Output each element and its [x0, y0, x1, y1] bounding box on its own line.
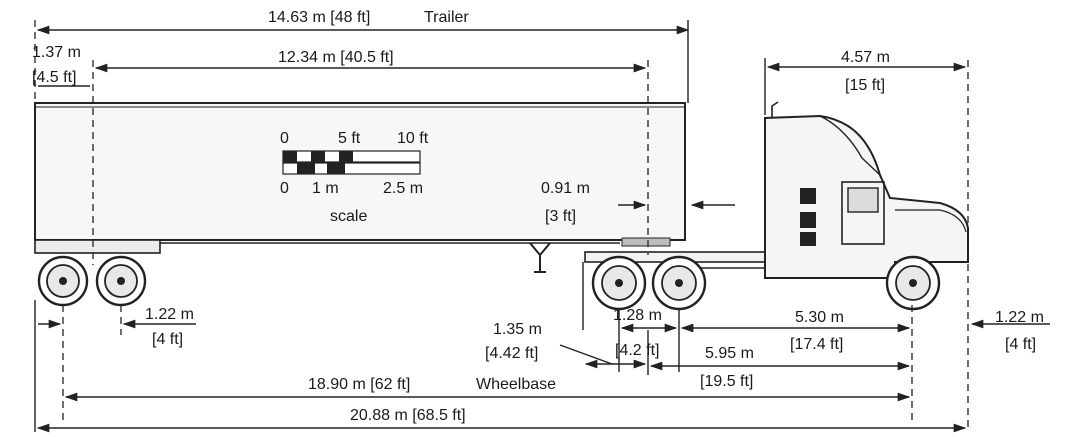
label-drive-steer-m: 5.30 m: [795, 309, 844, 326]
label-drive-spread-ft: [4.2 ft]: [615, 342, 659, 359]
sleeper-vent-2: [800, 212, 816, 228]
cab-window: [847, 187, 879, 213]
roof-fairing: [819, 115, 881, 176]
label-drive-spread-m: 1.28 m: [613, 307, 662, 324]
dimension-labels: 14.63 m [48 ft] Trailer 1.37 m [4.5 ft] …: [32, 9, 1044, 424]
sleeper-vent-3: [800, 232, 816, 246]
label-kingpin-drive-m: 1.35 m: [493, 321, 542, 338]
scale-m-bar: [282, 162, 421, 175]
label-cab-length-ft: [15 ft]: [845, 77, 885, 94]
scale-caption: scale: [330, 208, 367, 225]
scale-m-seg-2: [327, 163, 345, 174]
label-front-overhang-m: 1.37 m: [32, 44, 81, 61]
label-front-overhang-ft: [4.5 ft]: [32, 69, 76, 86]
label-overall-length: 20.88 m [68.5 ft]: [350, 407, 466, 424]
scale-ft-seg-3: [339, 151, 353, 162]
scale-ft-seg-2: [311, 151, 325, 162]
trailer-axle-group: [37, 255, 147, 307]
trailer-rear-rail: [34, 239, 161, 254]
label-trailer-length: 14.63 m [48 ft]: [268, 9, 370, 26]
scale-m-1: 1 m: [312, 180, 339, 197]
label-kingpin-drive-ft: [4.42 ft]: [485, 345, 538, 362]
tractor-drive-axles: [591, 255, 707, 311]
label-drive-steer-ft: [17.4 ft]: [790, 336, 843, 353]
label-kingpin-offset-m: 0.91 m: [541, 180, 590, 197]
label-front-overhang-tractor-ft: [4 ft]: [1005, 336, 1036, 353]
scale-bar: 0 5 ft 10 ft 0 1 m 2.5 m scale: [280, 130, 429, 225]
scale-m-seg-1: [297, 163, 315, 174]
label-kingpin-offset-ft: [3 ft]: [545, 208, 576, 225]
dimension-arrows: [36, 20, 1050, 433]
scale-ft-seg-1: [283, 151, 297, 162]
scale-m-2-5: 2.5 m: [383, 180, 423, 197]
trailer-wheel-2: [95, 255, 147, 307]
steer-wheel: [885, 255, 941, 311]
extension-lines: [34, 20, 969, 432]
label-tractor-wheelbase-m: 5.95 m: [705, 345, 754, 362]
drive-wheel-1: [591, 255, 647, 311]
sleeper-vent-1: [800, 188, 816, 204]
label-rear-spread-m: 1.22 m: [145, 306, 194, 323]
label-kingpin-to-axle: 12.34 m [40.5 ft]: [278, 49, 394, 66]
drive-wheel-2: [651, 255, 707, 311]
label-wheelbase-word: Wheelbase: [476, 376, 556, 393]
hood: [895, 209, 967, 233]
label-rear-spread-ft: [4 ft]: [152, 331, 183, 348]
cab-door: [841, 181, 885, 245]
scale-ft-5: 5 ft: [338, 130, 361, 147]
label-wheelbase: 18.90 m [62 ft]: [308, 376, 410, 393]
label-front-overhang-tractor-m: 1.22 m: [995, 309, 1044, 326]
scale-ft-0: 0: [280, 130, 289, 147]
scale-ft-10: 10 ft: [397, 130, 429, 147]
landing-gear: [529, 242, 551, 273]
scale-m-0: 0: [280, 180, 289, 197]
trailer: [34, 102, 686, 273]
label-cab-length-m: 4.57 m: [841, 49, 890, 66]
label-tractor-wheelbase-ft: [19.5 ft]: [700, 373, 753, 390]
label-trailer-word: Trailer: [424, 9, 469, 26]
trailer-wheel-1: [37, 255, 89, 307]
cab-antenna: [771, 101, 779, 118]
trailer-kingpin-plate: [621, 237, 671, 247]
